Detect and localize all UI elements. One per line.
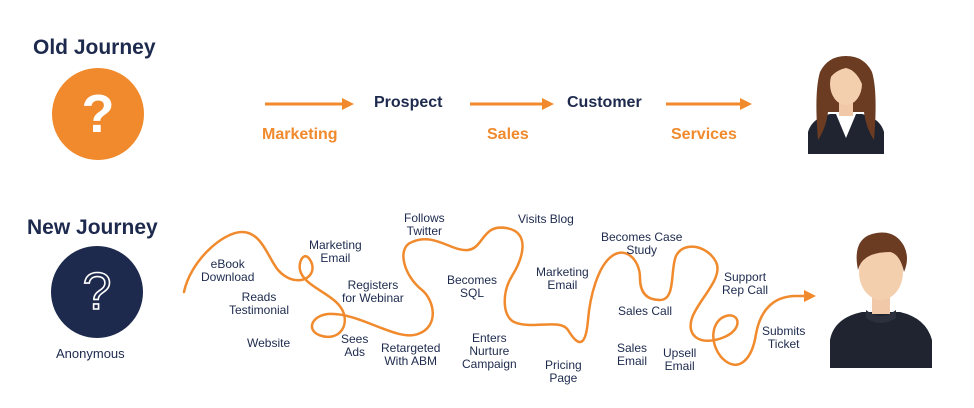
touchpoint-support-rep-call: Support Rep Call [722,270,769,297]
anonymous-label: Anonymous [56,346,125,361]
stage-customer: Customer [567,94,642,111]
touchpoint-retargeted-abm: Retargeted With ABM [381,341,441,368]
touchpoint-marketing-email-2: Marketing Email [536,265,589,292]
arrowhead-services [740,98,752,110]
question-glyph: ? [81,84,115,144]
touchpoint-sales-call: Sales Call [618,304,673,318]
touchpoint-becomes-case-study: Becomes Case Study [601,230,683,257]
arrowhead-marketing [342,98,354,110]
touchpoint-website: Website [247,336,291,350]
touchpoint-submits-ticket: Submits Ticket [762,324,806,351]
touchpoint-visits-blog: Visits Blog [518,212,574,226]
phase-marketing: Marketing [262,126,338,143]
touchpoint-nurture-campaign: Enters Nurture Campaign [462,331,517,371]
touchpoint-ebook-download: eBook Download [201,257,255,284]
question-outline-glyph: ? [82,263,113,321]
question-mark-icon: ? [52,68,144,160]
touchpoint-upsell-email: Upsell Email [663,346,697,373]
touchpoint-follows-twitter: Follows Twitter [404,211,445,238]
touchpoint-pricing-page: Pricing Page [545,358,582,385]
new-journey-title: New Journey [27,216,158,239]
old-journey-title: Old Journey [33,36,156,59]
anonymous-question-icon: ? [51,246,143,338]
stage-prospect: Prospect [374,94,443,111]
touchpoint-sees-ads: Sees Ads [341,332,369,359]
phase-services: Services [671,126,737,143]
touchpoint-reads-testimonial: Reads Testimonial [229,290,290,317]
touchpoint-marketing-email-1: Marketing Email [309,238,362,265]
touchpoint-registers-webinar: Registers for Webinar [342,278,404,305]
touchpoint-sales-email: Sales Email [617,341,648,368]
phase-sales: Sales [487,126,529,143]
touchpoint-becomes-sql: Becomes SQL [447,273,498,300]
arrowhead-sales [542,98,554,110]
